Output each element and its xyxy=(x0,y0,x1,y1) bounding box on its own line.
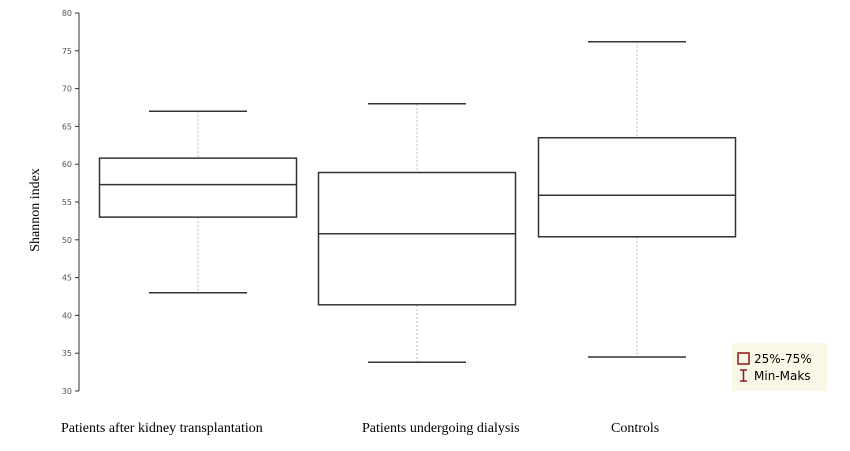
legend-item-1: 25%-75% xyxy=(737,352,812,366)
y-tick-label: 35 xyxy=(62,349,72,358)
y-tick-label: 40 xyxy=(62,311,72,320)
iqr-box xyxy=(98,157,298,218)
y-tick-label: 45 xyxy=(62,274,72,283)
legend-label: Min-Maks xyxy=(754,369,811,383)
box-3 xyxy=(537,40,737,358)
boxes-layer xyxy=(98,40,737,364)
y-tick-label: 55 xyxy=(62,198,72,207)
y-axis: 30 35 40 45 50 55 60 65 70 75 80 xyxy=(62,9,80,396)
iqr-box xyxy=(537,136,737,238)
category-labels: Patients after kidney transplantation Pat… xyxy=(61,421,659,436)
iqr-box xyxy=(317,171,517,306)
y-tick-label: 70 xyxy=(62,85,72,94)
legend-background xyxy=(732,343,827,391)
y-axis-title: Shannon index xyxy=(28,168,43,252)
category-label: Controls xyxy=(611,421,659,436)
y-tick-label: 65 xyxy=(62,122,72,131)
box-2 xyxy=(317,102,517,364)
category-label: Patients after kidney transplantation xyxy=(61,421,263,436)
box-1 xyxy=(98,110,298,294)
category-label: Patients undergoing dialysis xyxy=(362,421,520,436)
y-tick-label: 50 xyxy=(62,236,72,245)
y-tick-label: 30 xyxy=(62,387,72,396)
y-tick-label: 75 xyxy=(62,47,72,56)
legend-box-symbol xyxy=(737,352,750,365)
legend-label: 25%-75% xyxy=(754,352,812,366)
y-tick-label: 60 xyxy=(62,160,72,169)
y-tick-label: 80 xyxy=(62,9,72,18)
legend-item-2: Min-Maks xyxy=(740,369,811,383)
legend: 25%-75% Min-Maks xyxy=(732,343,827,391)
